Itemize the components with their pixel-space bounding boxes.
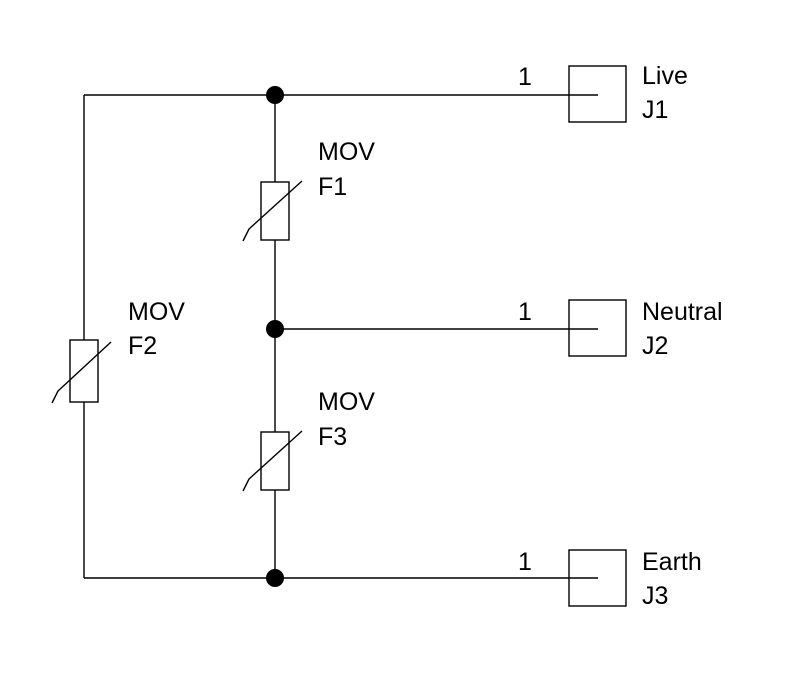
mov-f2-varistor-slash (51, 341, 112, 404)
mov-f2: MOV F2 (51, 298, 185, 404)
mov-f1: MOV F1 (242, 138, 375, 242)
mov-f1-body (260, 181, 290, 241)
connector-j1-name: Live (642, 62, 688, 90)
junctions (266, 86, 284, 587)
mov-f3-varistor-slash (242, 430, 303, 492)
connector-j3-ref: J3 (642, 582, 668, 610)
connector-j2-pin-number: 1 (518, 298, 532, 326)
connector-j1-pin-number: 1 (518, 63, 532, 91)
junction-middle (266, 320, 284, 338)
connector-j1-ref: J1 (642, 96, 668, 124)
wires (83, 94, 598, 579)
junction-bottom (266, 569, 284, 587)
connector-j1: 1 Live J1 (518, 62, 688, 124)
connector-j3-pin-number: 1 (518, 548, 532, 576)
connector-j3: 1 Earth J3 (518, 548, 702, 610)
mov-f3-ref-label: F3 (318, 423, 347, 451)
mov-f1-ref-label: F1 (318, 173, 347, 201)
mov-f2-body (69, 339, 99, 403)
mov-f3: MOV F3 (242, 388, 375, 492)
mov-f3-type-label: MOV (318, 388, 375, 416)
mov-f1-type-label: MOV (318, 138, 375, 166)
connector-j2: 1 Neutral J2 (518, 298, 723, 360)
connector-j2-ref: J2 (642, 332, 668, 360)
connector-j3-name: Earth (642, 548, 702, 576)
connector-j2-name: Neutral (642, 298, 723, 326)
mov-f2-ref-label: F2 (128, 332, 157, 360)
mov-f2-type-label: MOV (128, 298, 185, 326)
connector-j1-box (568, 65, 627, 123)
junction-top (266, 86, 284, 104)
mov-f3-body (260, 431, 290, 491)
connector-j2-box (568, 299, 627, 357)
mov-f1-varistor-slash (242, 180, 303, 242)
